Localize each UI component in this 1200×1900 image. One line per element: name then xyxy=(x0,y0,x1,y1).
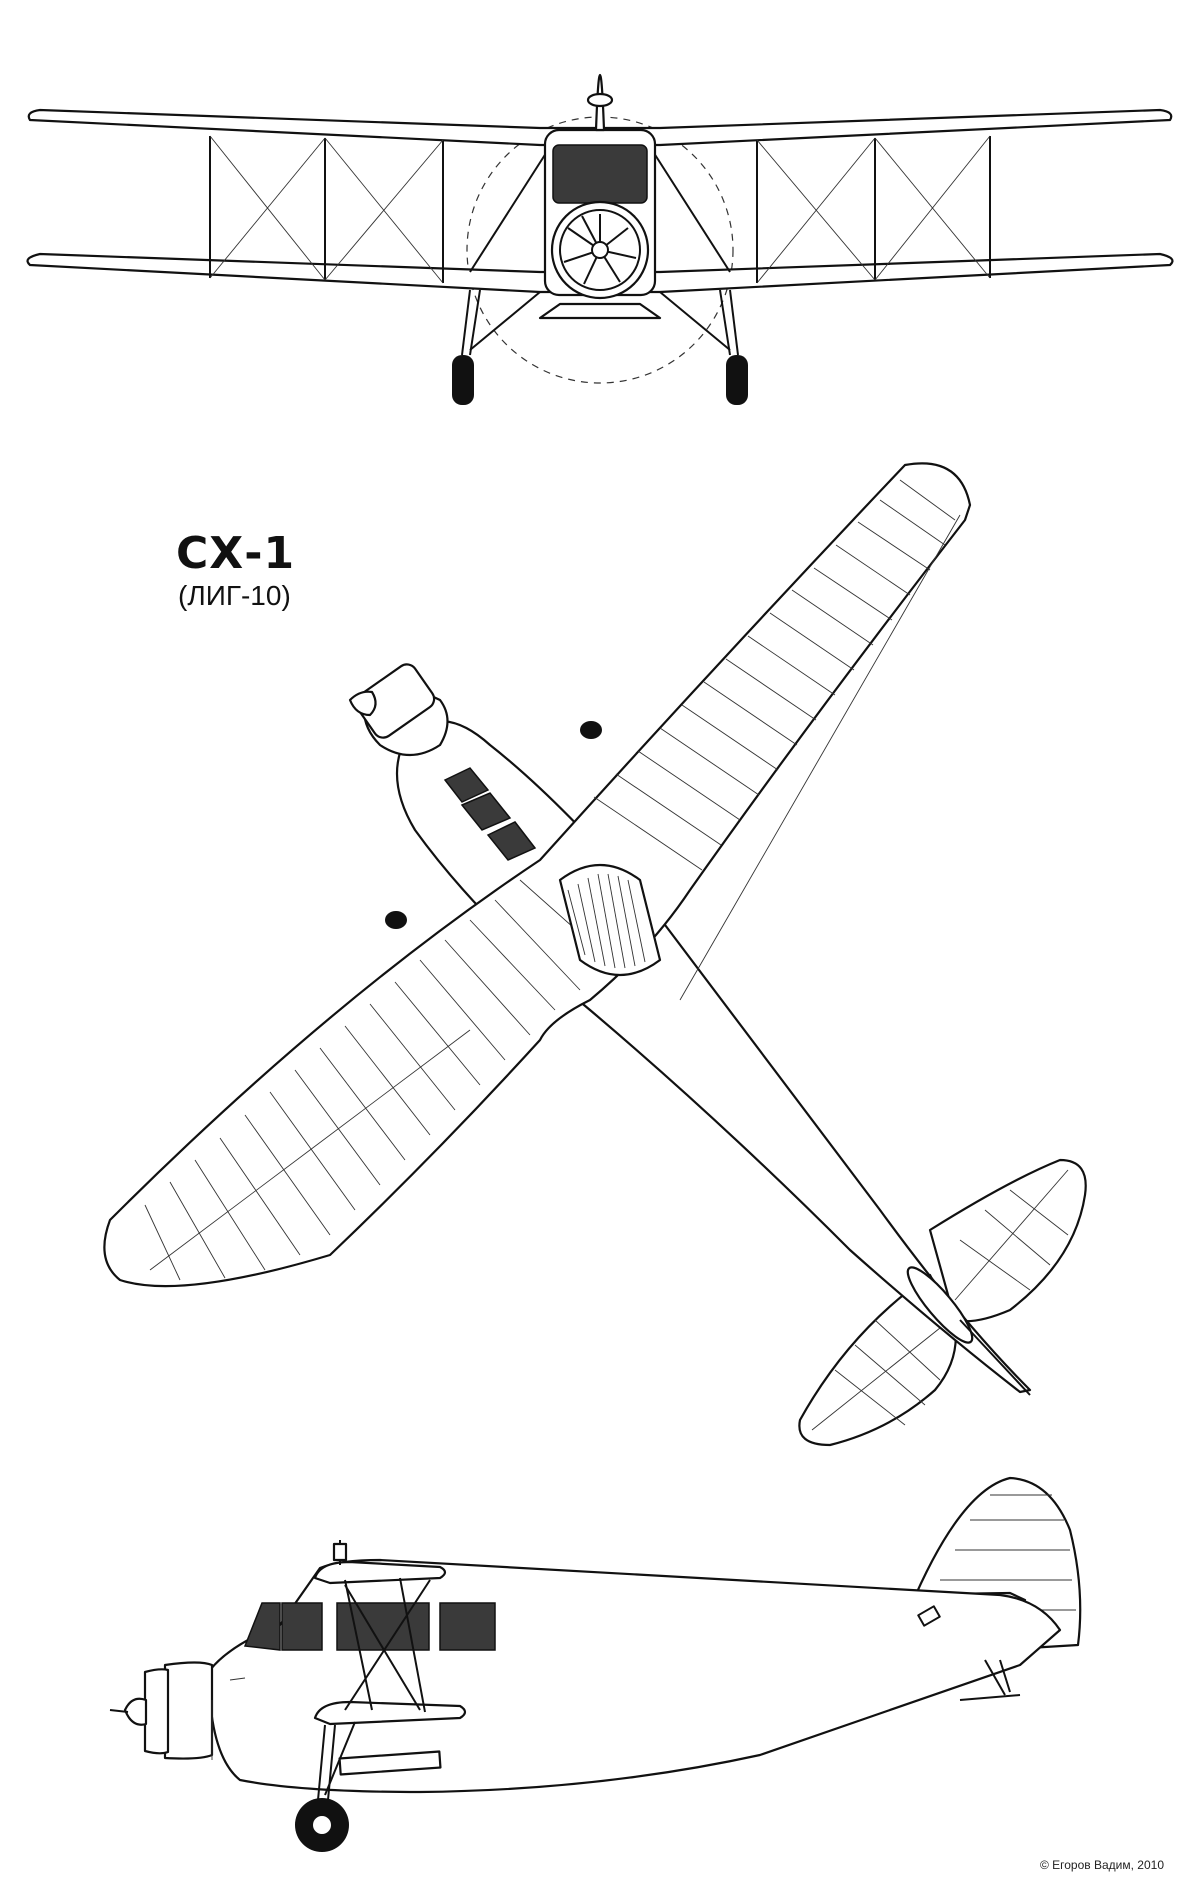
wing-plan xyxy=(103,462,972,1288)
lower-wing-side xyxy=(313,1700,467,1726)
wheel-left-plan xyxy=(385,911,407,929)
cockpit-glazing-plan xyxy=(443,767,537,861)
fuselage-side xyxy=(208,1558,1062,1794)
interplane-struts-left xyxy=(209,135,444,284)
engine-plan xyxy=(348,663,449,756)
tail-skid-side xyxy=(959,1659,1021,1701)
radial-engine-cylinders xyxy=(563,214,637,285)
wing-center-grille xyxy=(558,863,662,977)
fin-plan xyxy=(906,1266,974,1344)
copyright-credit: © Егоров Вадим, 2010 xyxy=(1039,1858,1164,1872)
wheel-right-plan xyxy=(580,721,602,739)
side-view xyxy=(109,1476,1082,1852)
aircraft-alt-designation: (ЛИГ-10) xyxy=(178,580,291,611)
engine-cowling-side xyxy=(163,1661,214,1760)
aircraft-designation: СХ-1 xyxy=(176,528,296,579)
belly-fairing xyxy=(538,302,662,320)
wing-ribs xyxy=(144,479,961,1281)
windscreen-front xyxy=(552,144,648,204)
struts-side xyxy=(344,1577,431,1713)
spinner xyxy=(123,1697,148,1726)
main-landing-gear-front xyxy=(452,289,748,405)
upper-wing-side xyxy=(313,1560,447,1585)
interplane-struts-right xyxy=(756,135,991,284)
cabin-windows xyxy=(243,1602,496,1651)
stabilizer-right xyxy=(928,1158,1087,1323)
front-view xyxy=(26,74,1174,405)
main-landing-gear-side xyxy=(295,1721,442,1852)
plan-view xyxy=(103,462,1087,1447)
stabilizer-left xyxy=(798,1273,957,1447)
